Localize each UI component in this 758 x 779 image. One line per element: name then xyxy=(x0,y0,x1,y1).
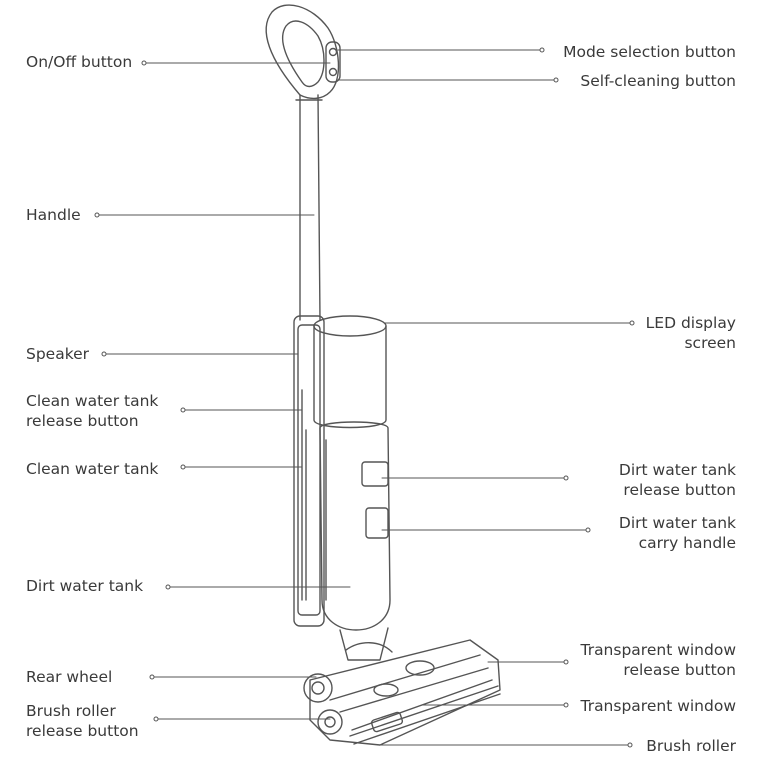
label-dirt-water-tank-release-button: Dirt water tank release button xyxy=(618,461,736,499)
label-mode-selection-button: Mode selection button xyxy=(563,43,736,61)
handle-shaft xyxy=(295,94,323,321)
label-transparent-window: Transparent window xyxy=(580,697,737,715)
label-dirt-water-tank-carry-handle: Dirt water tank carry handle xyxy=(618,514,736,552)
label-rear-wheel: Rear wheel xyxy=(26,668,113,686)
leader-lines xyxy=(94,47,635,748)
label-transparent-window-release-button: Transparent window release button xyxy=(580,641,737,679)
floor-head xyxy=(303,639,501,746)
label-brush-roller-release-button: Brush roller release button xyxy=(26,702,139,740)
label-handle: Handle xyxy=(26,206,81,224)
label-led-display-screen: LED display screen xyxy=(645,314,736,352)
label-self-cleaning-button: Self-cleaning button xyxy=(580,72,736,90)
label-clean-water-tank-release-button: Clean water tank release button xyxy=(26,392,159,430)
label-on-off-button: On/Off button xyxy=(26,53,133,71)
handle-grip xyxy=(265,4,341,100)
main-body xyxy=(293,315,391,631)
label-dirt-water-tank: Dirt water tank xyxy=(26,577,144,595)
label-speaker: Speaker xyxy=(26,345,90,363)
label-brush-roller: Brush roller xyxy=(646,737,736,755)
neck-joint xyxy=(339,627,393,661)
label-clean-water-tank: Clean water tank xyxy=(26,460,159,478)
